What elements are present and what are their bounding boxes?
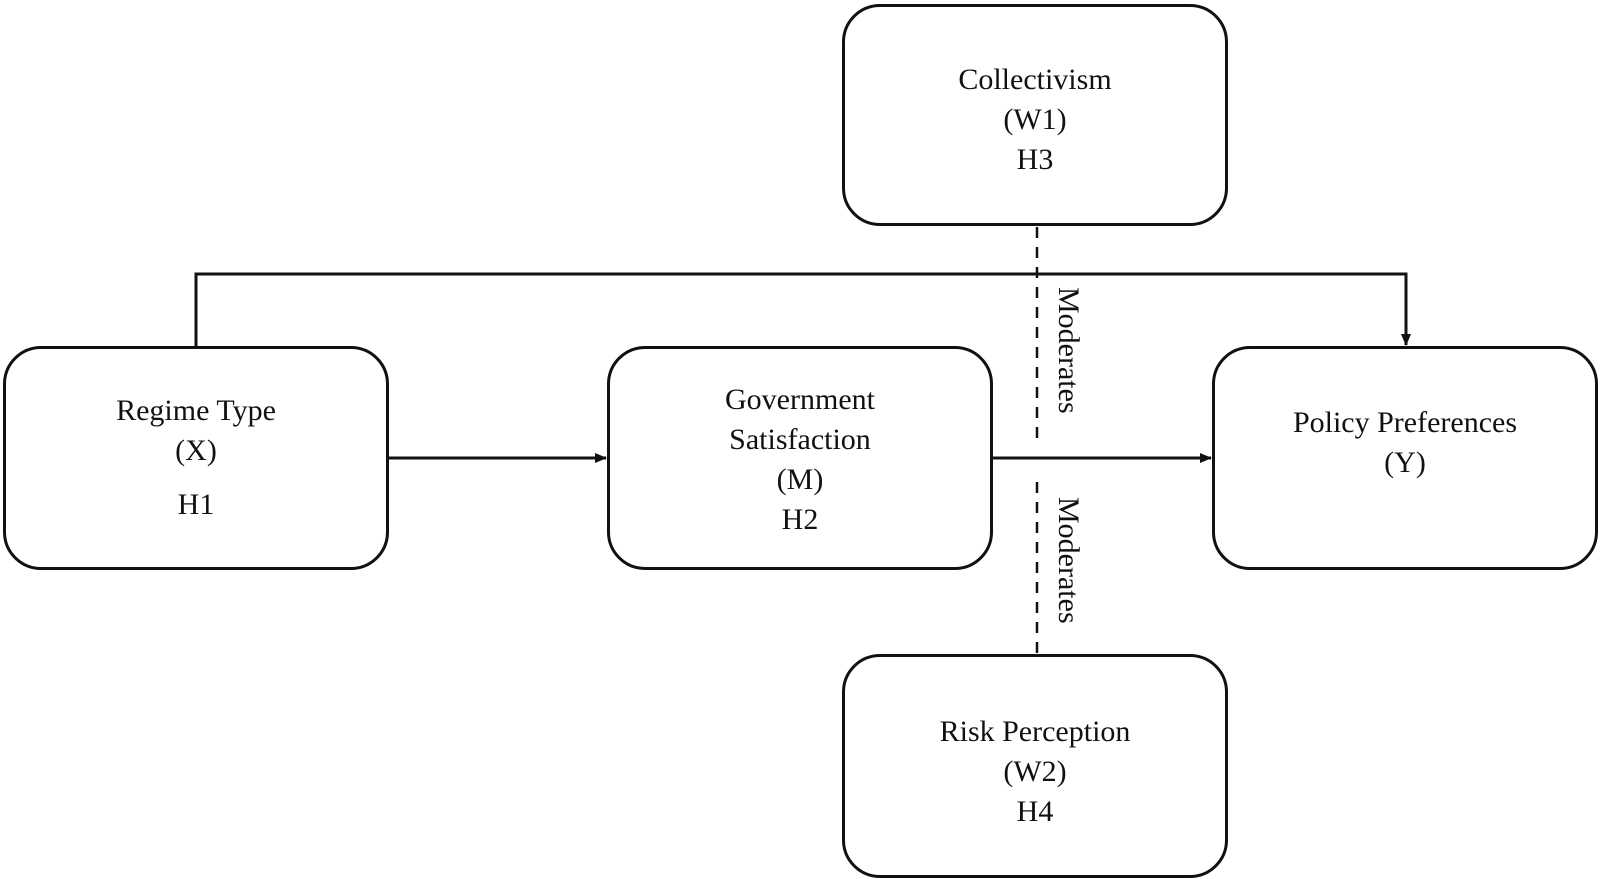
node-policy-preferences: Policy Preferences (Y) (1212, 346, 1598, 570)
node-collectivism-title: Collectivism (958, 63, 1112, 96)
node-collectivism-hypothesis: H3 (1016, 143, 1054, 176)
node-risk-perception-title: Risk Perception (939, 715, 1131, 748)
node-policy-preferences-symbol: (Y) (1384, 446, 1426, 479)
node-collectivism: Collectivism (W1) H3 (842, 4, 1228, 226)
node-regime-type: Regime Type (X) H1 (3, 346, 389, 570)
node-government-satisfaction-symbol: (M) (776, 463, 824, 496)
node-regime-type-title: Regime Type (116, 394, 276, 427)
node-government-satisfaction: Government Satisfaction (M) H2 (607, 346, 993, 570)
node-government-satisfaction-title-line1: Government (725, 383, 875, 416)
node-government-satisfaction-hypothesis: H2 (781, 503, 819, 536)
moderates-label-top: Moderates (1052, 287, 1085, 414)
node-government-satisfaction-title-line2: Satisfaction (729, 423, 871, 456)
node-regime-type-hypothesis: H1 (177, 488, 215, 521)
node-policy-preferences-title: Policy Preferences (1292, 406, 1518, 439)
node-regime-type-symbol: (X) (175, 434, 217, 467)
moderates-label-bottom: Moderates (1052, 497, 1085, 624)
node-risk-perception: Risk Perception (W2) H4 (842, 654, 1228, 878)
node-risk-perception-symbol: (W2) (1003, 755, 1067, 788)
node-collectivism-symbol: (W1) (1003, 103, 1067, 136)
edge-x-to-y-direct (194, 272, 1411, 346)
node-risk-perception-hypothesis: H4 (1016, 795, 1054, 828)
